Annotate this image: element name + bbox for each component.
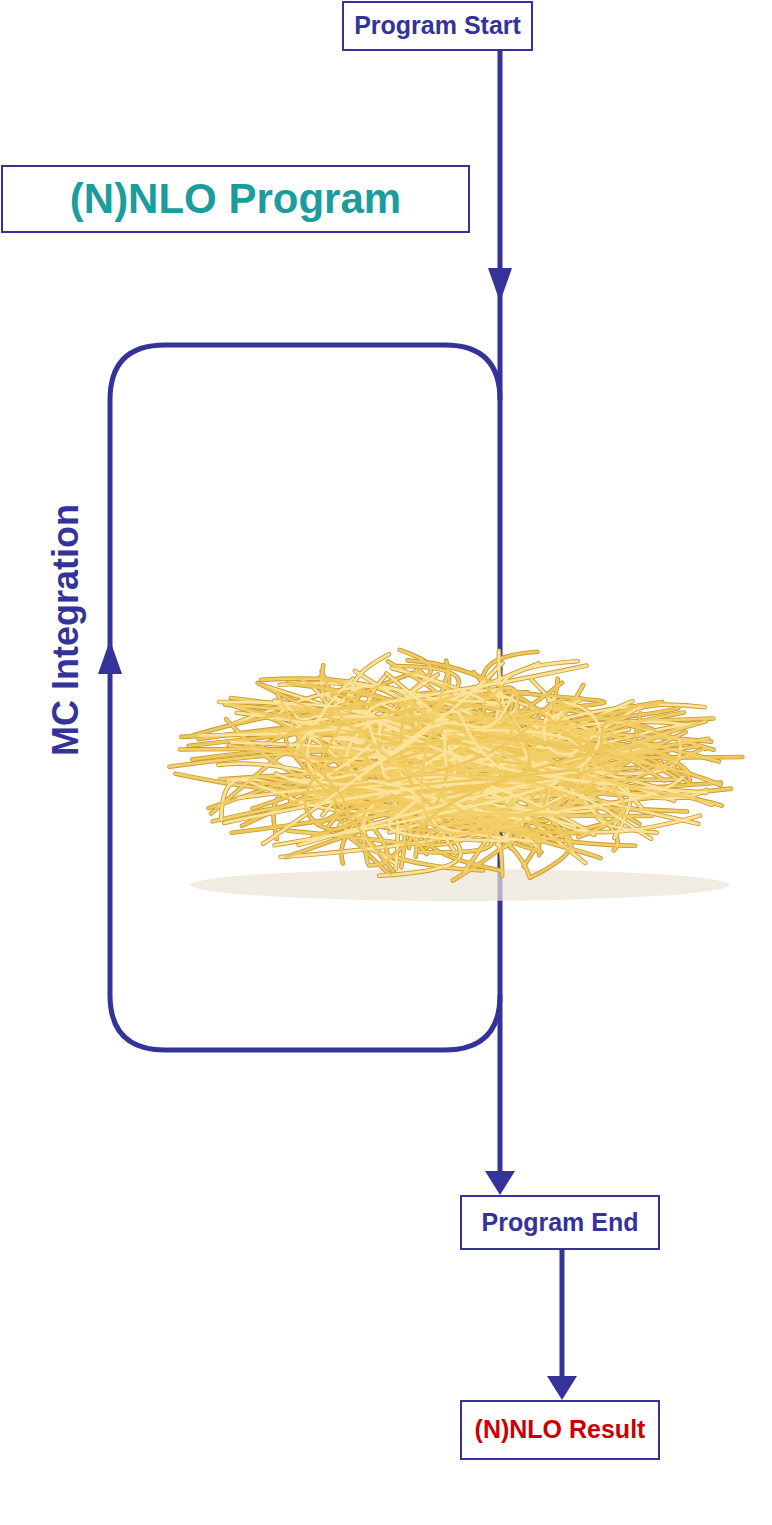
node-text: Program End <box>482 1209 639 1237</box>
spaghetti-strand <box>412 696 513 739</box>
flow-connector <box>498 51 503 1183</box>
spaghetti-strand <box>307 663 502 778</box>
spaghetti-strand <box>296 750 349 829</box>
flow-connector <box>560 1250 565 1388</box>
terminal-box: Program Start <box>342 1 533 51</box>
node-text: (N)NLO Result <box>475 1416 646 1444</box>
spaghetti-strand <box>275 780 558 845</box>
spaghetti-strand <box>286 722 393 871</box>
spaghetti-strand <box>335 711 492 852</box>
spaghetti-strand <box>465 688 518 821</box>
spaghetti-strand <box>263 711 496 844</box>
result-box: (N)NLO Result <box>460 1400 660 1460</box>
spaghetti-strand <box>421 673 525 833</box>
terminal-box: Program End <box>460 1195 660 1250</box>
loop-label: MC Integration <box>48 504 84 756</box>
spaghetti-strand <box>369 781 508 841</box>
process-box: (N)NLO Program <box>1 165 470 233</box>
loop-arrowhead <box>98 640 122 674</box>
node-text: (N)NLO Program <box>70 176 401 222</box>
node-text: Program Start <box>354 12 521 40</box>
spaghetti-strand <box>593 721 722 805</box>
spaghetti-strand <box>424 746 621 870</box>
spaghetti-strand <box>325 795 652 816</box>
